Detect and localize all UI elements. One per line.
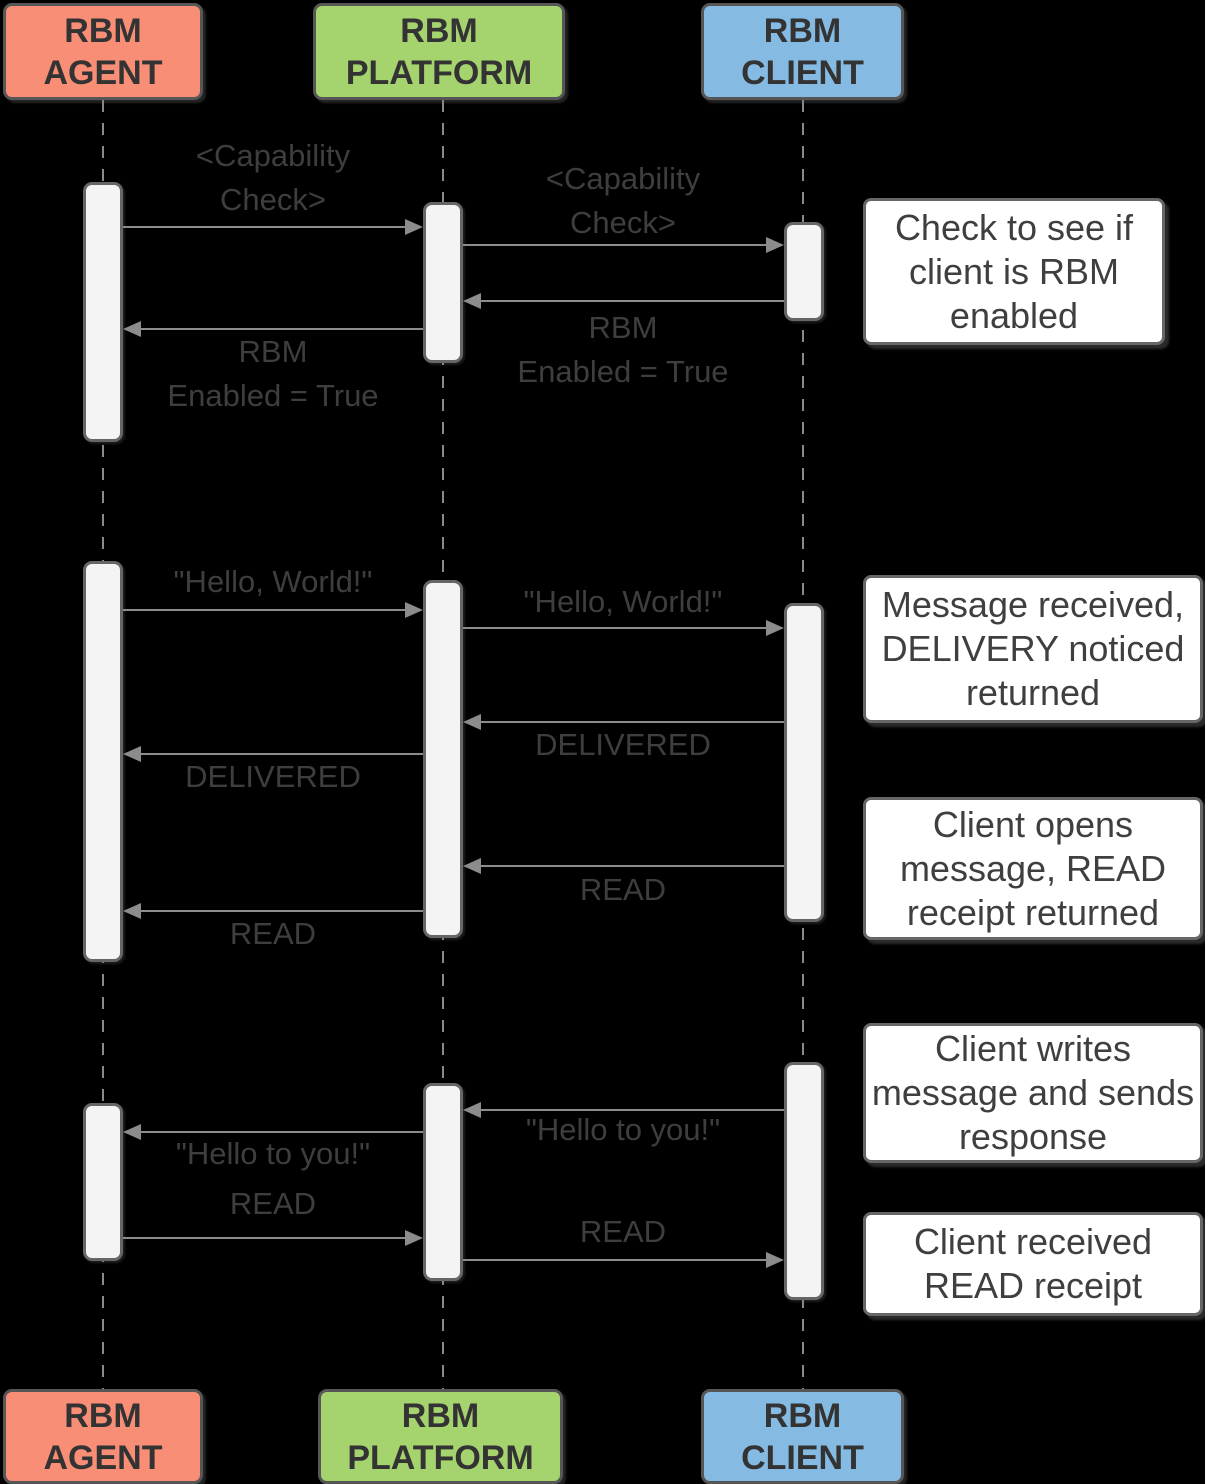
message-arrow-rbm-enabled-client-to-platform [463,293,784,309]
actor-box-rbm-agent-top: RBM AGENT [3,3,203,100]
note-box-capability-check: Check to see if client is RBM enabled [863,198,1165,345]
activation-bar-platform-3 [423,1083,463,1281]
activation-bar-agent-2 [83,561,123,962]
message-arrow-read-agent-to-platform [123,1230,423,1246]
activation-bar-agent-3 [83,1103,123,1261]
message-arrow-read-platform-to-agent [123,903,423,919]
message-arrow-capability-check-platform-to-client [463,237,784,253]
message-label: DELIVERED [185,759,361,794]
message-label: READ [579,1214,667,1249]
message-label: READ [229,916,317,951]
actor-box-rbm-platform-top: RBM PLATFORM [313,3,565,100]
activation-bar-platform-2 [423,580,463,938]
note-box-client-writes-message: Client writes message and sends response [863,1023,1203,1163]
note-box-client-opens-message: Client opens message, READ receipt retur… [863,797,1203,940]
note-box-client-received-read: Client received READ receipt [863,1212,1203,1316]
message-label: <Capability Check> [195,138,351,217]
actor-box-rbm-client-bottom: RBM CLIENT [701,1389,904,1484]
message-arrow-delivered-client-to-platform [463,714,784,730]
message-arrow-read-client-to-platform [463,858,784,874]
message-arrow-hello-world-agent-to-platform [123,602,423,618]
message-label: READ [229,1186,317,1221]
message-arrow-read-platform-to-client [463,1252,784,1268]
message-label: RBM Enabled = True [167,334,379,413]
message-arrow-capability-check-agent-to-platform [123,219,423,235]
message-arrow-hello-to-you-client-to-platform [463,1102,784,1118]
activation-bar-client-1 [784,222,824,321]
message-label: "Hello, World!" [523,584,723,619]
activation-bar-agent-1 [83,182,123,442]
message-label: <Capability Check> [545,161,701,240]
message-arrow-hello-to-you-platform-to-agent [123,1124,423,1140]
message-label: "Hello, World!" [173,564,373,599]
message-label: DELIVERED [535,727,711,762]
activation-bar-platform-1 [423,202,463,363]
message-arrow-delivered-platform-to-agent [123,746,423,762]
activation-bar-client-2 [784,603,824,922]
message-label: READ [579,872,667,907]
message-arrow-hello-world-platform-to-client [463,620,784,636]
actor-box-rbm-agent-bottom: RBM AGENT [3,1389,203,1484]
message-label: "Hello to you!" [525,1112,721,1147]
message-arrow-rbm-enabled-platform-to-agent [123,321,423,337]
activation-bar-client-3 [784,1062,824,1300]
note-box-message-received: Message received, DELIVERY noticed retur… [863,575,1203,723]
actor-box-rbm-platform-bottom: RBM PLATFORM [318,1389,563,1484]
message-label: RBM Enabled = True [517,310,729,389]
actor-box-rbm-client-top: RBM CLIENT [701,3,904,100]
message-label: "Hello to you!" [175,1136,371,1171]
